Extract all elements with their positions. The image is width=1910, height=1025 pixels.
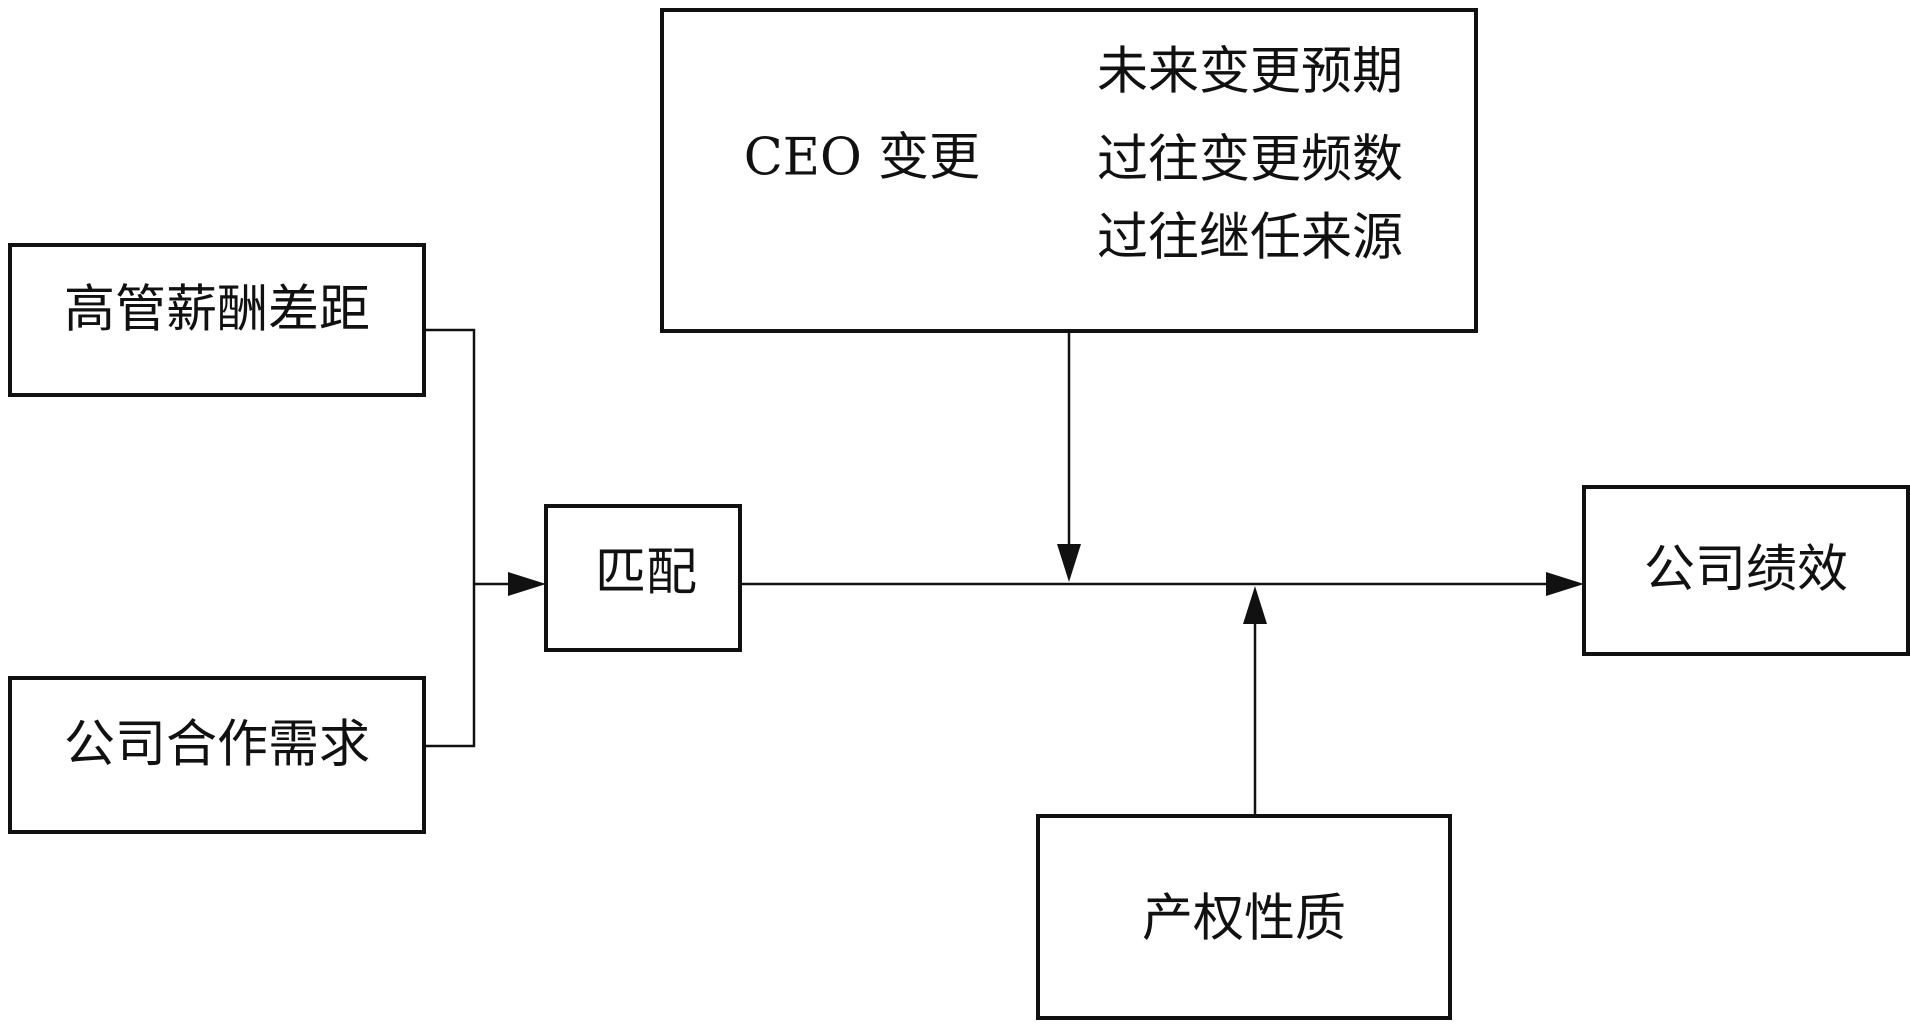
ceo-change-moderation-arrowhead xyxy=(1057,544,1081,582)
ceo-change-label: CEO 变更 xyxy=(744,129,980,188)
exec-pay-gap-label: 高管薪酬差距 xyxy=(64,281,370,340)
company-coop-demand-label: 公司合作需求 xyxy=(64,716,370,775)
exec-pay-gap-box: 高管薪酬差距 xyxy=(8,243,426,397)
input-merge-connector xyxy=(424,328,476,748)
match-label: 匹配 xyxy=(595,544,697,603)
ownership-nature-box: 产权性质 xyxy=(1036,814,1452,1020)
company-performance-box: 公司绩效 xyxy=(1582,485,1910,656)
match-box: 匹配 xyxy=(544,504,742,652)
ceo-change-item-past-successor-source: 过往继任来源 xyxy=(1097,209,1403,268)
merge-to-match-arrowhead xyxy=(508,572,546,596)
ceo-change-item-future-expectation: 未来变更预期 xyxy=(1097,43,1403,102)
ceo-change-item-past-frequency: 过往变更频数 xyxy=(1097,131,1403,190)
company-coop-demand-box: 公司合作需求 xyxy=(8,676,426,834)
ownership-nature-label: 产权性质 xyxy=(1142,890,1346,949)
match-to-performance-arrowhead xyxy=(1546,572,1584,596)
company-performance-label: 公司绩效 xyxy=(1644,541,1848,600)
ceo-change-box: CEO 变更 未来变更预期 过往变更频数 过往继任来源 xyxy=(660,8,1478,333)
ownership-moderation-arrowhead xyxy=(1243,586,1267,624)
